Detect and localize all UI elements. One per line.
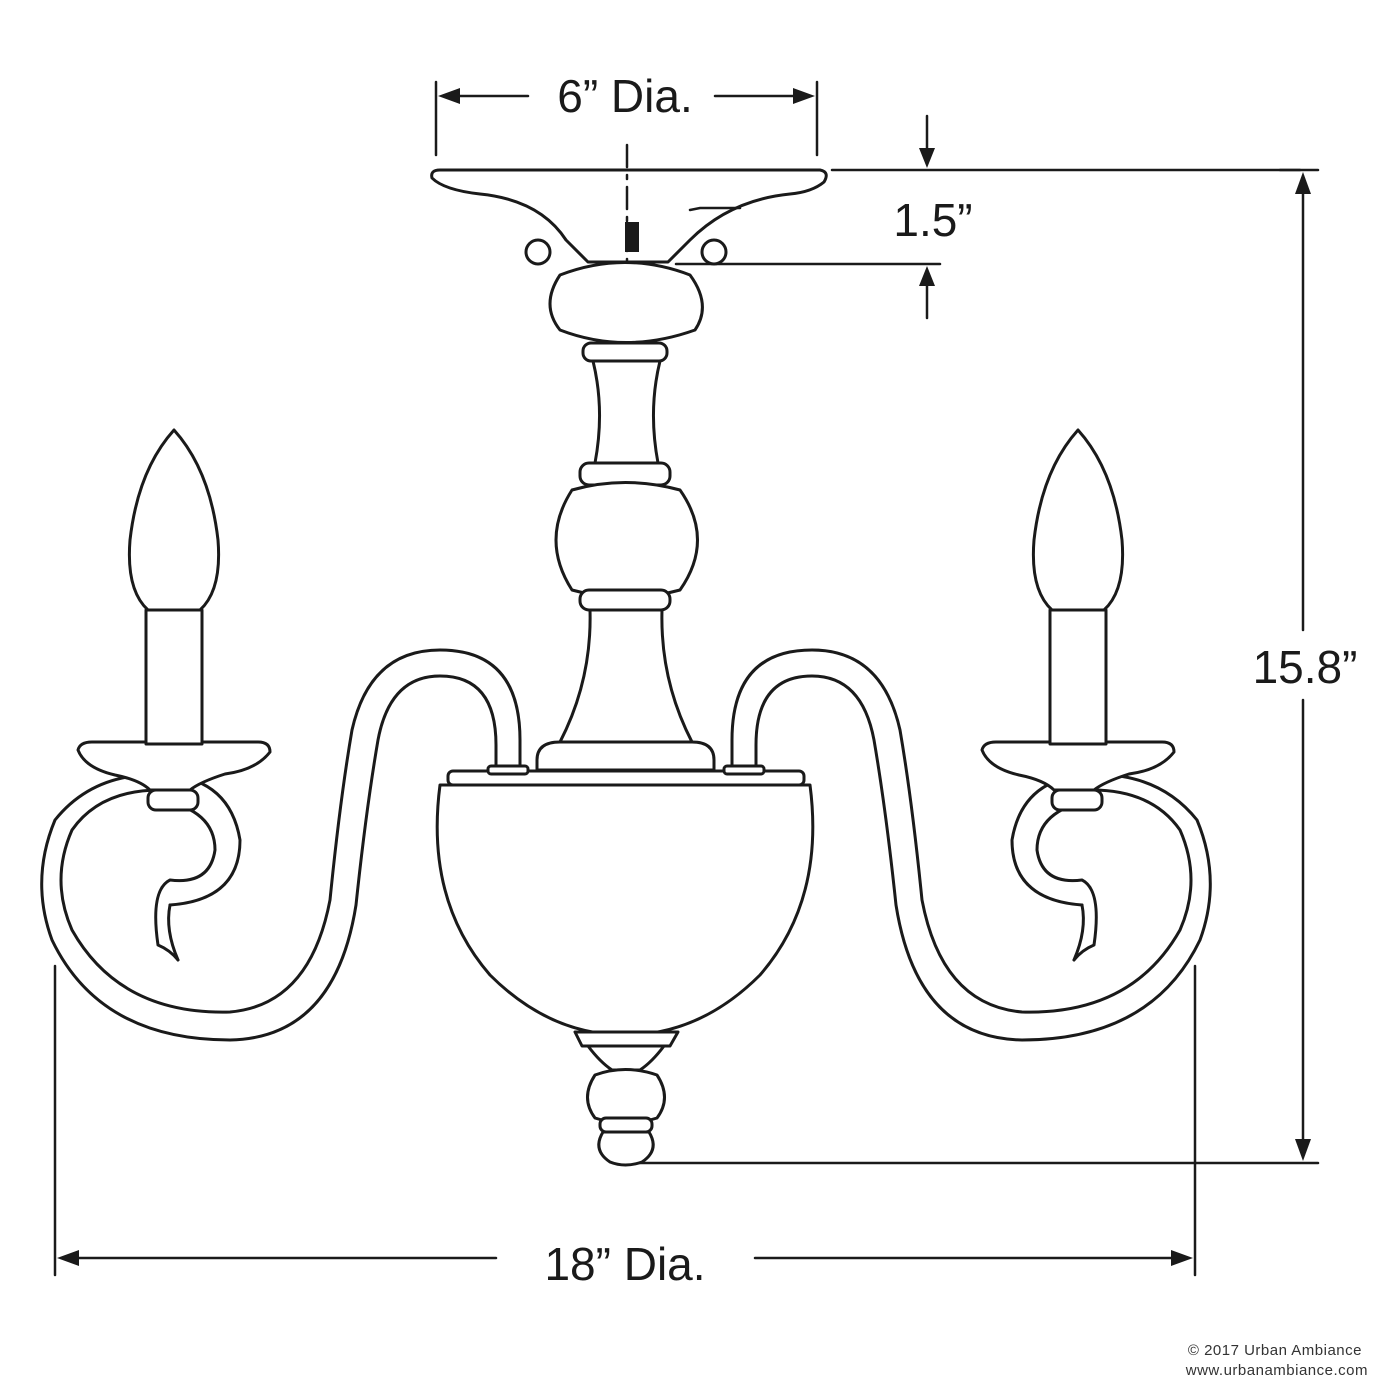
overall-diameter-label: 18” Dia. <box>544 1238 705 1290</box>
center-column <box>535 261 716 772</box>
center-bowl <box>435 764 815 1167</box>
website-text: www.urbanambiance.com <box>1185 1362 1368 1379</box>
copyright-text: © 2017 Urban Ambiance <box>1188 1342 1362 1359</box>
overall-height-label: 15.8” <box>1253 641 1358 693</box>
canopy-diameter-dimension: 6” Dia. <box>434 70 819 157</box>
overall-diameter-dimension: 18” Dia. <box>53 964 1197 1290</box>
right-candle <box>980 428 1176 812</box>
canopy-height-label: 1.5” <box>893 194 972 246</box>
overall-height-dimension: 15.8” <box>638 168 1358 1165</box>
canopy-height-dimension: 1.5” <box>674 114 1302 320</box>
canopy-diameter-label: 6” Dia. <box>557 70 692 122</box>
left-candle <box>76 428 272 812</box>
